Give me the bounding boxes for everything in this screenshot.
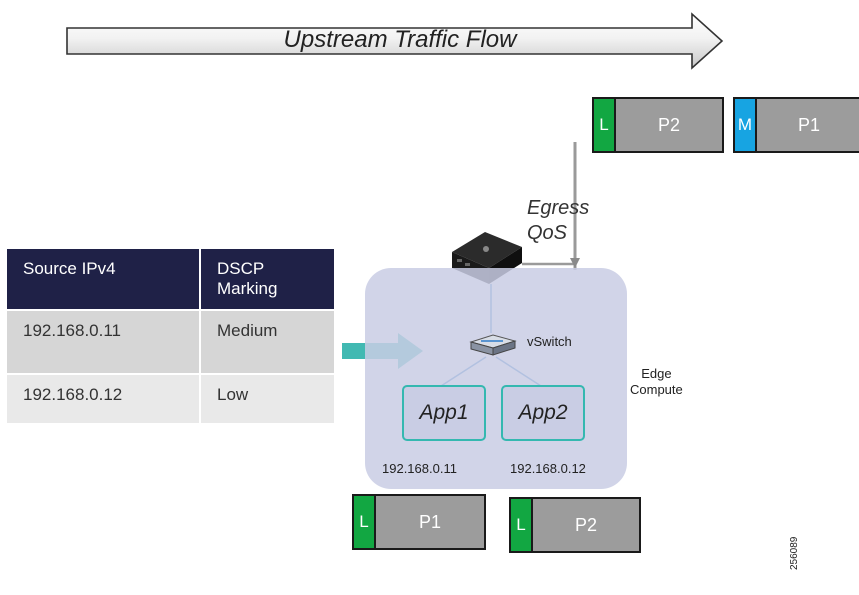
packet-out-2: M P1 xyxy=(733,97,859,153)
table-header-row: Source IPv4 DSCP Marking xyxy=(7,249,334,310)
cell-source-ip: 192.168.0.11 xyxy=(7,309,200,374)
packet-in-1: L P1 xyxy=(352,494,486,550)
packet-in-2: L P2 xyxy=(509,497,641,553)
packet-payload: P1 xyxy=(797,114,821,135)
packet-out-1: L P2 xyxy=(592,97,724,153)
app2-ip-label: 192.168.0.12 xyxy=(510,461,586,476)
egress-qos-label: Egress QoS xyxy=(527,196,589,246)
app2-box: App2 xyxy=(501,385,585,441)
vswitch-icon xyxy=(469,334,517,356)
packet-payload: P2 xyxy=(574,514,598,535)
cell-dscp-marking: Medium xyxy=(199,309,334,374)
low-marker: L xyxy=(354,496,376,548)
edge-label-line1: Edge xyxy=(641,366,672,381)
vswitch-label: vSwitch xyxy=(527,334,572,349)
figure-number: 256089 xyxy=(789,536,800,570)
egress-arrowhead xyxy=(570,258,580,268)
cell-dscp-marking: Low xyxy=(199,373,334,423)
cell-source-ip: 192.168.0.12 xyxy=(7,373,200,423)
low-marker: L xyxy=(511,499,533,551)
flow-arrow xyxy=(66,12,724,70)
edge-compute-label: Edge Compute xyxy=(630,366,683,398)
egress-label-line2: QoS xyxy=(527,222,568,244)
packet-payload: P1 xyxy=(418,511,442,532)
header-dscp-marking: DSCP Marking xyxy=(199,249,334,310)
edge-compute-box xyxy=(365,268,627,489)
packet-payload: P2 xyxy=(657,114,681,135)
egress-label-line1: Egress xyxy=(527,197,590,219)
medium-marker: M xyxy=(735,99,757,151)
table-row: 192.168.0.12 Low xyxy=(7,373,334,423)
dscp-marking-table: Source IPv4 DSCP Marking 192.168.0.11 Me… xyxy=(7,249,334,423)
edge-label-line2: Compute xyxy=(630,382,683,397)
header-source-ipv4: Source IPv4 xyxy=(7,249,200,310)
flow-label: Upstream Traffic Flow xyxy=(283,26,517,53)
app1-ip-label: 192.168.0.11 xyxy=(382,461,457,476)
low-marker: L xyxy=(594,99,616,151)
app1-box: App1 xyxy=(402,385,486,441)
table-row: 192.168.0.11 Medium xyxy=(7,309,334,374)
